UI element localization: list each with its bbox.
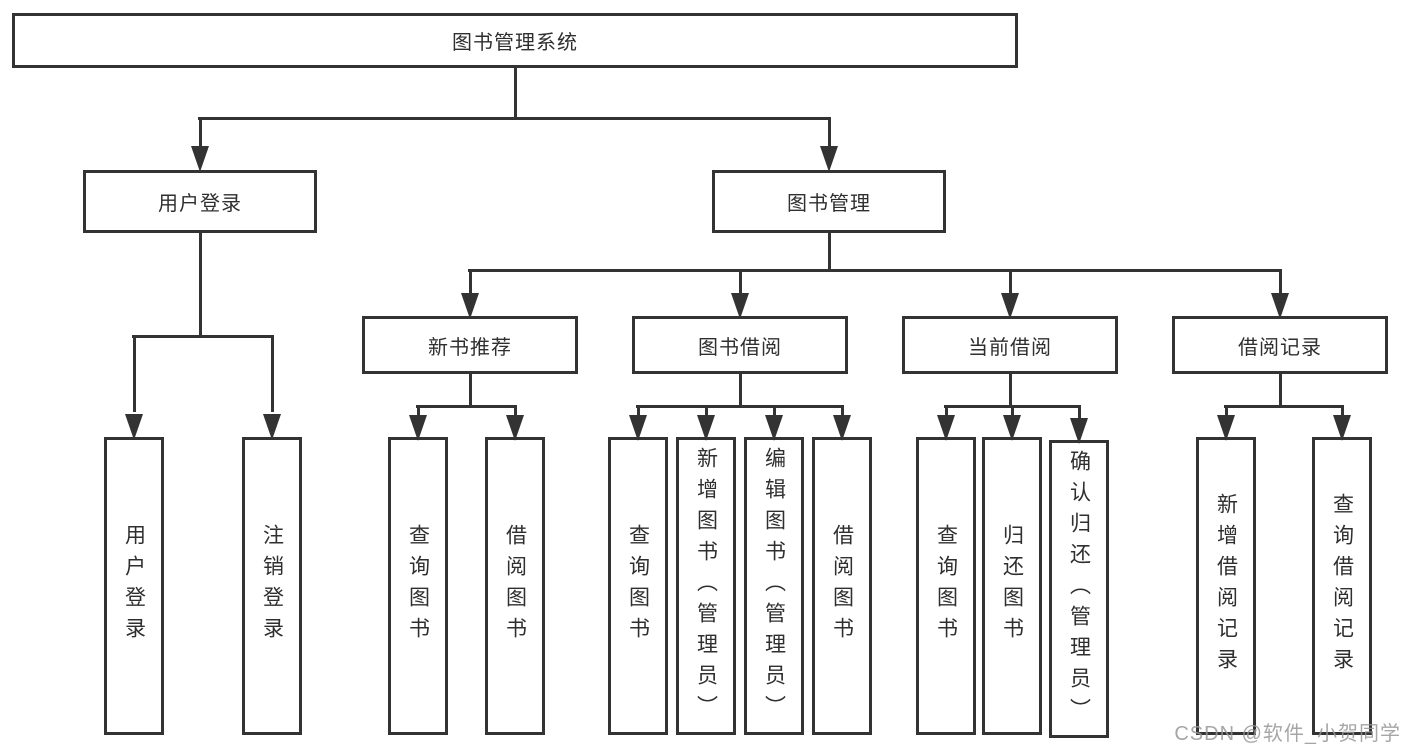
leaf-query-books-recommend-label: 查询图书 (406, 524, 430, 648)
connector-vline (944, 406, 948, 417)
arrow-down-icon (1333, 415, 1351, 441)
arrow-down-icon (409, 415, 427, 441)
connector-vline (840, 406, 844, 417)
leaf-add-borrow-record-label: 新增借阅记录 (1214, 493, 1238, 679)
connector-vline (1008, 270, 1012, 294)
leaf-user-login-label: 用户登录 (122, 524, 146, 648)
arrow-down-icon (731, 293, 749, 319)
arrow-down-icon (765, 415, 783, 441)
arrow-down-icon (1070, 418, 1088, 444)
connector-vline (1340, 406, 1344, 417)
connector-hline (198, 116, 831, 120)
connector-vline (1278, 270, 1282, 294)
leaf-query-borrow-record: 查询借阅记录 (1312, 437, 1372, 735)
connector-vline (1278, 374, 1282, 408)
connector-vline (513, 406, 517, 417)
arrow-down-icon (629, 415, 647, 441)
connector-vline (416, 406, 420, 417)
leaf-edit-book-admin: 编辑图书（管理员） (744, 437, 804, 735)
node-book-borrow-label: 图书借阅 (698, 336, 782, 359)
connector-hline (416, 404, 517, 408)
connector-vline (513, 68, 517, 120)
node-new-book-recommend: 新书推荐 (362, 316, 578, 374)
leaf-borrow-books-label: 借阅图书 (830, 524, 854, 648)
arrow-down-icon (1217, 415, 1235, 441)
arrow-down-icon (1001, 293, 1019, 319)
leaf-user-login: 用户登录 (104, 437, 164, 735)
arrow-down-icon (820, 146, 838, 172)
connector-hline (132, 334, 274, 338)
node-book-borrow: 图书借阅 (632, 316, 848, 374)
connector-vline (1008, 374, 1012, 408)
connector-vline (827, 233, 831, 272)
connector-vline (636, 406, 640, 417)
arrow-down-icon (506, 415, 524, 441)
leaf-confirm-return-admin-label: 确认归还（管理员） (1067, 449, 1091, 729)
connector-vline (468, 374, 472, 408)
connector-vline (198, 233, 202, 338)
watermark: CSDN @软件_小贺同学 (1174, 723, 1401, 745)
arrow-down-icon (833, 415, 851, 441)
leaf-edit-book-admin-label: 编辑图书（管理员） (762, 446, 786, 726)
arrow-down-icon (125, 414, 143, 440)
leaf-return-books-label: 归还图书 (1000, 524, 1024, 648)
node-book-management-label: 图书管理 (787, 193, 871, 215)
node-current-borrow-label: 当前借阅 (968, 336, 1052, 359)
arrow-down-icon (697, 415, 715, 441)
connector-vline (198, 118, 202, 148)
connector-vline (1010, 406, 1014, 417)
connector-vline (1224, 406, 1228, 417)
node-user-login-label: 用户登录 (158, 193, 242, 215)
node-borrow-records-label: 借阅记录 (1238, 336, 1322, 359)
connector-vline (738, 374, 742, 408)
connector-vline (738, 270, 742, 294)
node-book-management: 图书管理 (712, 170, 946, 233)
leaf-logout: 注销登录 (242, 437, 302, 735)
leaf-add-book-admin: 新增图书（管理员） (676, 437, 736, 735)
arrow-down-icon (191, 146, 209, 172)
leaf-query-borrow-record-label: 查询借阅记录 (1330, 493, 1354, 679)
leaf-add-book-admin-label: 新增图书（管理员） (694, 446, 718, 726)
connector-hline (1224, 404, 1344, 408)
leaf-query-books-recommend: 查询图书 (388, 437, 448, 735)
node-root: 图书管理系统 (12, 13, 1018, 68)
leaf-query-books-borrow: 查询图书 (608, 437, 668, 735)
connector-vline (827, 118, 831, 148)
connector-vline (1077, 406, 1081, 420)
leaf-confirm-return-admin: 确认归还（管理员） (1049, 440, 1109, 738)
connector-vline (270, 336, 274, 412)
connector-hline (468, 268, 1282, 272)
connector-vline (468, 270, 472, 294)
leaf-add-borrow-record: 新增借阅记录 (1196, 437, 1256, 735)
leaf-return-books: 归还图书 (982, 437, 1042, 735)
node-new-book-recommend-label: 新书推荐 (428, 336, 512, 359)
connector-hline (636, 404, 844, 408)
node-current-borrow: 当前借阅 (902, 316, 1118, 374)
leaf-query-books-current-label: 查询图书 (934, 524, 958, 648)
leaf-borrow-books-recommend: 借阅图书 (485, 437, 545, 735)
leaf-query-books-current: 查询图书 (916, 437, 976, 735)
leaf-logout-label: 注销登录 (260, 524, 284, 648)
connector-vline (132, 336, 136, 412)
arrow-down-icon (461, 293, 479, 319)
leaf-borrow-books-recommend-label: 借阅图书 (503, 524, 527, 648)
arrow-down-icon (1271, 293, 1289, 319)
arrow-down-icon (1003, 415, 1021, 441)
arrow-down-icon (937, 415, 955, 441)
node-user-login: 用户登录 (83, 170, 317, 233)
leaf-borrow-books: 借阅图书 (812, 437, 872, 735)
node-root-label: 图书管理系统 (452, 32, 578, 54)
node-borrow-records: 借阅记录 (1172, 316, 1388, 374)
leaf-query-books-borrow-label: 查询图书 (626, 524, 650, 648)
connector-vline (772, 406, 776, 417)
connector-vline (704, 406, 708, 417)
arrow-down-icon (263, 414, 281, 440)
